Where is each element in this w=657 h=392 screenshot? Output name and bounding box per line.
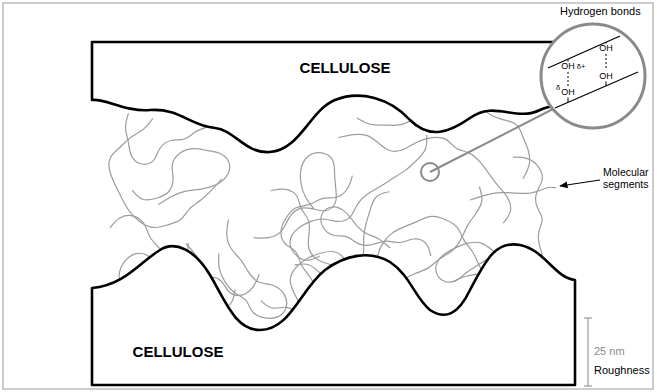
polymer-chain <box>109 118 222 227</box>
bond-stub <box>568 98 569 103</box>
callout-label: Molecular segments <box>603 166 653 190</box>
polymer-chain <box>470 187 556 200</box>
partial-charge: δ <box>556 84 560 93</box>
zoom-spot <box>421 163 439 181</box>
cellulose-surface <box>92 244 575 385</box>
polymer-chain <box>321 207 431 256</box>
dimension-label: 25 nm <box>594 345 625 358</box>
material-name: CELLULOSE <box>300 59 391 76</box>
hydroxyl-group: OH <box>599 71 613 81</box>
hydrogen-bond <box>606 54 607 70</box>
polymer-chain <box>338 134 510 223</box>
hydroxyl-group: OH <box>599 43 613 53</box>
cellulose-surface <box>92 42 600 152</box>
partial-charge: δ+ <box>577 63 586 72</box>
hydrogen-bond <box>568 72 569 86</box>
polymer-chain <box>132 149 229 205</box>
hydroxyl-group: OH <box>561 61 575 71</box>
frame <box>3 3 653 389</box>
cellulose-block: CELLULOSE <box>88 236 579 389</box>
bond-stub <box>606 82 607 87</box>
polymer-chain <box>290 135 427 260</box>
cellulose-outline <box>88 236 579 389</box>
callout-title: Hydrogen bonds <box>560 5 641 18</box>
zoom-line <box>430 109 553 172</box>
cellulose-outline <box>88 38 604 160</box>
dimension-label: Roughness <box>594 364 650 377</box>
chain-segment <box>555 72 638 108</box>
scale-tick <box>584 317 592 318</box>
leader-arrow <box>560 180 600 186</box>
cellulose-block: CELLULOSE <box>88 38 604 160</box>
polymer-chain <box>254 153 337 238</box>
inset-circle <box>541 24 645 128</box>
scale-bar <box>587 318 588 386</box>
material-name: CELLULOSE <box>133 343 224 360</box>
hydroxyl-group: OH <box>561 87 575 97</box>
scale-tick <box>584 385 592 386</box>
